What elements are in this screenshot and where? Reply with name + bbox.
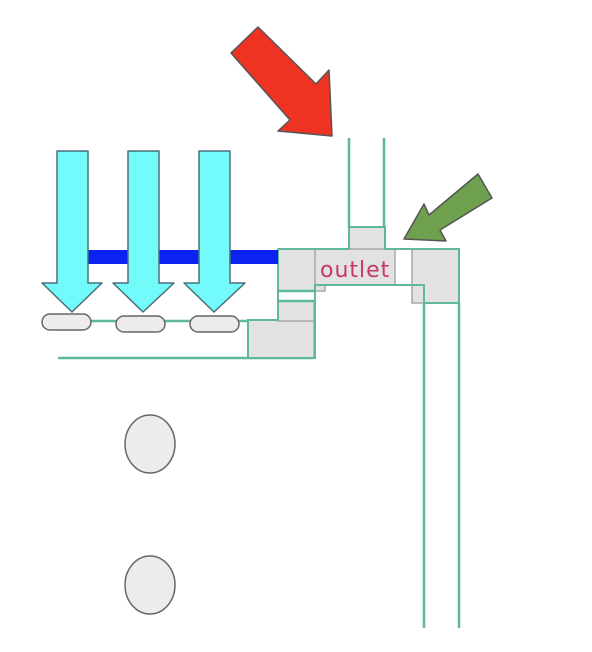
fitting-outline-top (247, 226, 460, 359)
pad-3 (189, 315, 240, 333)
top-tee-fitting (348, 226, 386, 252)
down-arrow-3 (183, 150, 246, 313)
pad-2 (115, 315, 166, 333)
red-arrow (230, 26, 333, 137)
lower-step-fitting (247, 319, 315, 359)
mid-step-fitting (277, 300, 315, 322)
circle-lower (124, 555, 176, 615)
down-arrow-2 (112, 150, 175, 313)
green-arrow (403, 173, 493, 242)
blue-bar (86, 250, 278, 264)
right-elbow-fitting (411, 248, 460, 304)
pad-1 (41, 313, 92, 331)
down-arrow-1 (41, 150, 103, 313)
down-arrow-group (41, 150, 246, 313)
outlet-body-fitting (314, 248, 396, 286)
circle-upper (124, 414, 176, 474)
outlet-label: outlet (320, 258, 390, 283)
